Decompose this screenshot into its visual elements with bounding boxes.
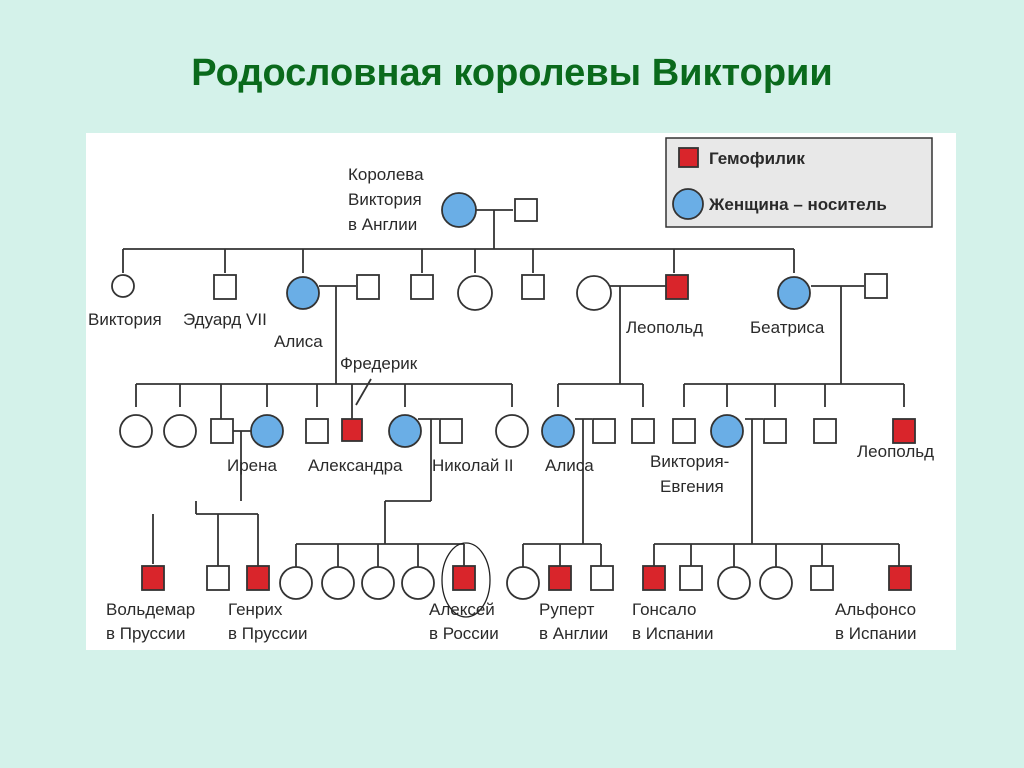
label-beatrice: Беатриса [750,318,825,337]
legend-hemophiliac-symbol [678,147,699,168]
person-rupert [548,565,572,591]
label-alexandra: Александра [308,456,403,475]
person-waldemar [141,565,165,591]
person-gonzalo [642,565,666,591]
person-olga [279,566,313,600]
label-queen-1: Королева [348,165,424,184]
person-frederick [341,418,363,442]
person-anastasia [401,566,435,600]
person-son-2 [521,274,545,300]
label-rupert-1: Руперт [539,600,595,619]
page-title: Родословная королевы Виктории [191,52,833,94]
person-alexei [452,565,476,591]
person-victoria [111,274,135,298]
label-gonzalo-1: Гонсало [632,600,696,619]
legend-carrier-label: Женщина – носитель [708,195,887,214]
pedigree-panel: Гемофилик Женщина – носитель [86,133,956,650]
label-alice-1: Алиса [274,332,323,351]
person-irene [250,414,284,448]
label-frederick: Фредерик [340,354,418,373]
label-rupert-2: в Англии [539,624,608,643]
person-henry [246,565,270,591]
label-henry-1: Генрих [228,600,283,619]
person-alice-1 [286,276,320,310]
label-gonzalo-2: в Испании [632,624,714,643]
person-alice-2 [541,414,575,448]
label-alfonso-2: в Испании [835,624,917,643]
label-alice-2: Алиса [545,456,594,475]
label-queen-3: в Англии [348,215,417,234]
label-waldemar-1: Вольдемар [106,600,195,619]
label-henry-2: в Пруссии [228,624,308,643]
person-beatrice-spouse [864,273,888,299]
person-gen3-son-3 [763,418,787,444]
label-ve-1: Виктория- [650,452,729,471]
person-irene-spouse [210,418,234,444]
person-gen3-son-4 [813,418,837,444]
person-prince-albert [514,198,538,222]
legend-hemophiliac-label: Гемофилик [709,149,805,168]
person-son-1 [410,274,434,300]
person-victoria-eugenia [710,414,744,448]
legend-carrier-symbol [672,188,704,220]
person-ve-spouse [672,418,696,444]
person-maria [361,566,395,600]
label-alexei-2: в России [429,624,499,643]
person-alice-1-spouse [356,274,380,300]
person-gen4-son-2 [590,565,614,591]
person-gen4-son-3 [679,565,703,591]
pedigree-lines [122,209,905,567]
person-alexandra [388,414,422,448]
label-edward-vii: Эдуард VII [183,310,267,329]
label-leopold-2: Леопольд [857,442,934,461]
person-nicholas-ii [439,418,463,444]
label-irene: Ирена [227,456,278,475]
person-gen3-daughter-1 [119,414,153,448]
person-gen4-daughter-2 [717,566,751,600]
person-daughter-1 [457,275,493,311]
person-gen4-son-4 [810,565,834,591]
person-leopold-1 [665,274,689,300]
person-gen3-daughter-2 [163,414,197,448]
label-alfonso-1: Альфонсо [835,600,916,619]
label-alexei-1: Алексей [429,600,495,619]
person-leopold-2 [892,418,916,444]
person-alfonso [888,565,912,591]
person-gen4-son-1 [206,565,230,591]
label-waldemar-2: в Пруссии [106,624,186,643]
label-nicholas-ii: Николай II [432,456,514,475]
label-victoria: Виктория [88,310,162,329]
person-gen3-son-1 [305,418,329,444]
legend-box [665,137,933,228]
person-beatrice [777,276,811,310]
person-leopold-1-wife [576,275,612,311]
label-leopold-1: Леопольд [626,318,703,337]
label-ve-2: Евгения [660,477,724,496]
person-gen4-daughter-3 [759,566,793,600]
person-alice-2-spouse [592,418,616,444]
legend: Гемофилик Женщина – носитель [665,137,933,228]
person-tatiana [321,566,355,600]
alexei-highlight-ring [441,542,491,618]
person-gen3-son-2 [631,418,655,444]
person-edward-vii [213,274,237,300]
person-gen3-daughter-3 [495,414,529,448]
label-queen-2: Виктория [348,190,422,209]
person-gen4-daughter-1 [506,566,540,600]
pedigree-diagram: Гемофилик Женщина – носитель [88,137,934,643]
person-queen-victoria [441,192,477,228]
